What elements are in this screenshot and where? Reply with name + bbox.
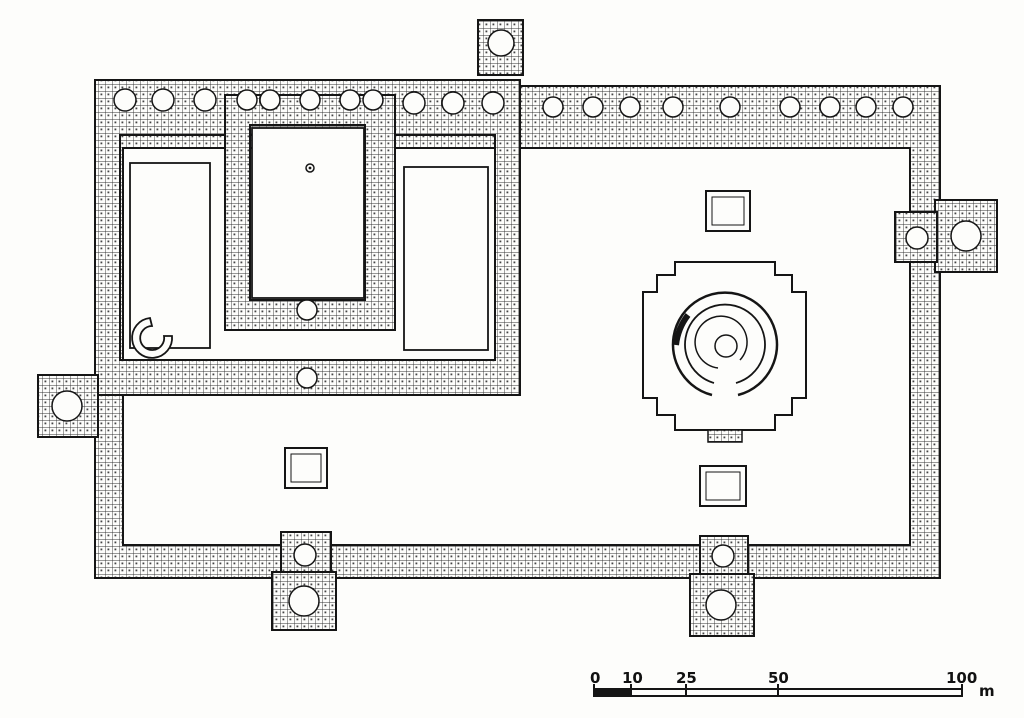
central-marker-dot xyxy=(308,166,312,170)
scale-label-50: 50 xyxy=(768,669,789,687)
stepped-platform xyxy=(642,261,807,431)
stepwell xyxy=(671,291,779,397)
gate-domes xyxy=(51,29,982,621)
scale-bar: 0 10 25 50 100 m xyxy=(590,669,995,700)
central-marker-icon xyxy=(305,163,315,173)
scale-label-25: 25 xyxy=(676,669,697,687)
scale-label-0: 0 xyxy=(590,669,600,687)
north-arcade xyxy=(113,88,914,118)
scale-unit: m xyxy=(979,682,995,700)
plinths xyxy=(284,190,751,507)
west-enclosure xyxy=(94,79,521,396)
scale-bar-fill xyxy=(594,689,631,696)
round-pavilion-icon xyxy=(131,317,173,359)
scale-ticks xyxy=(593,684,963,696)
west-pools xyxy=(129,127,489,351)
scale-label-10: 10 xyxy=(622,669,643,687)
scale-label-100: 100 xyxy=(946,669,977,687)
platform-steps xyxy=(707,429,743,443)
